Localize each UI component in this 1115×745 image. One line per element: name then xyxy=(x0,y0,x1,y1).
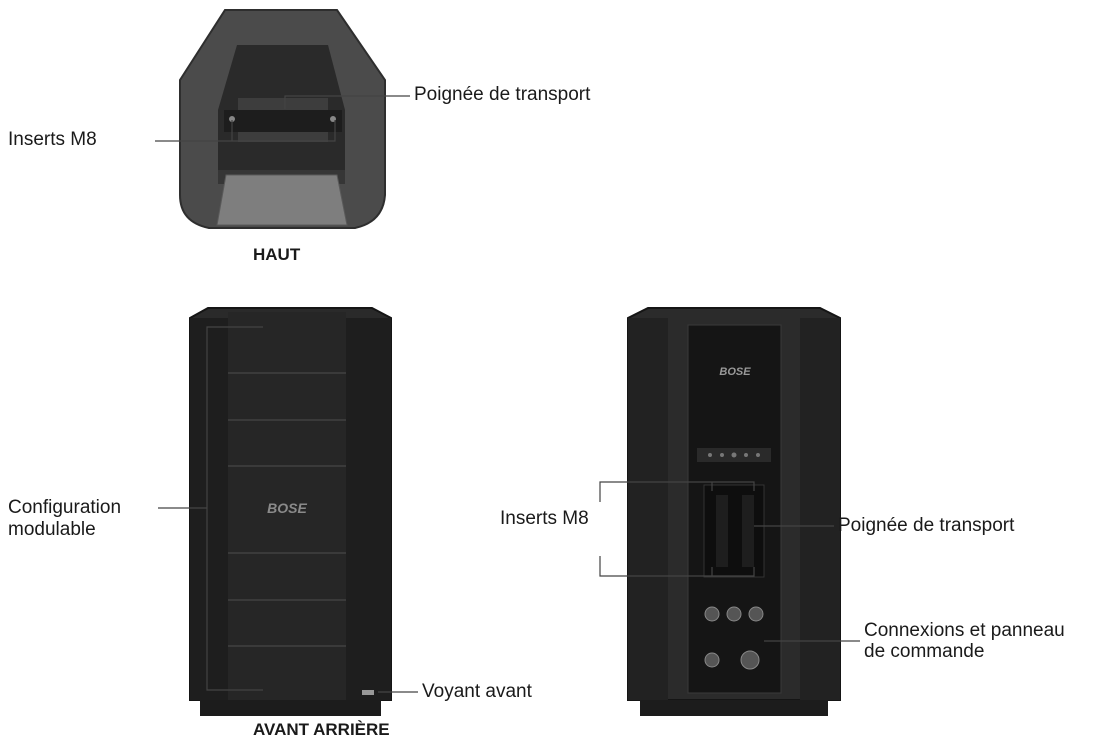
front-rear-caption: AVANT ARRIÈRE xyxy=(253,720,390,739)
top-handle-label: Poignée de transport xyxy=(414,84,591,105)
connections-label-line1: Connexions et panneau xyxy=(864,620,1065,641)
connections-label-line2: de commande xyxy=(864,641,985,662)
rear-inserts-label: Inserts M8 xyxy=(500,508,589,529)
config-label-line1: Configuration xyxy=(8,497,122,518)
m8-insert-left xyxy=(229,116,235,122)
rear-bose-logo: BOSE xyxy=(719,366,751,378)
config-label-line2: modulable xyxy=(8,519,96,540)
front-bose-logo: BOSE xyxy=(267,500,307,516)
front-indicator-light xyxy=(362,690,374,695)
top-inserts-label: Inserts M8 xyxy=(8,129,97,150)
top-view-speaker xyxy=(179,9,386,229)
rear-speaker: BOSE xyxy=(627,307,841,716)
rear-handle-label: Poignée de transport xyxy=(838,515,1015,536)
front-light-label: Voyant avant xyxy=(422,681,532,702)
front-speaker: BOSE xyxy=(189,307,392,716)
top-view-caption: HAUT xyxy=(253,245,301,264)
